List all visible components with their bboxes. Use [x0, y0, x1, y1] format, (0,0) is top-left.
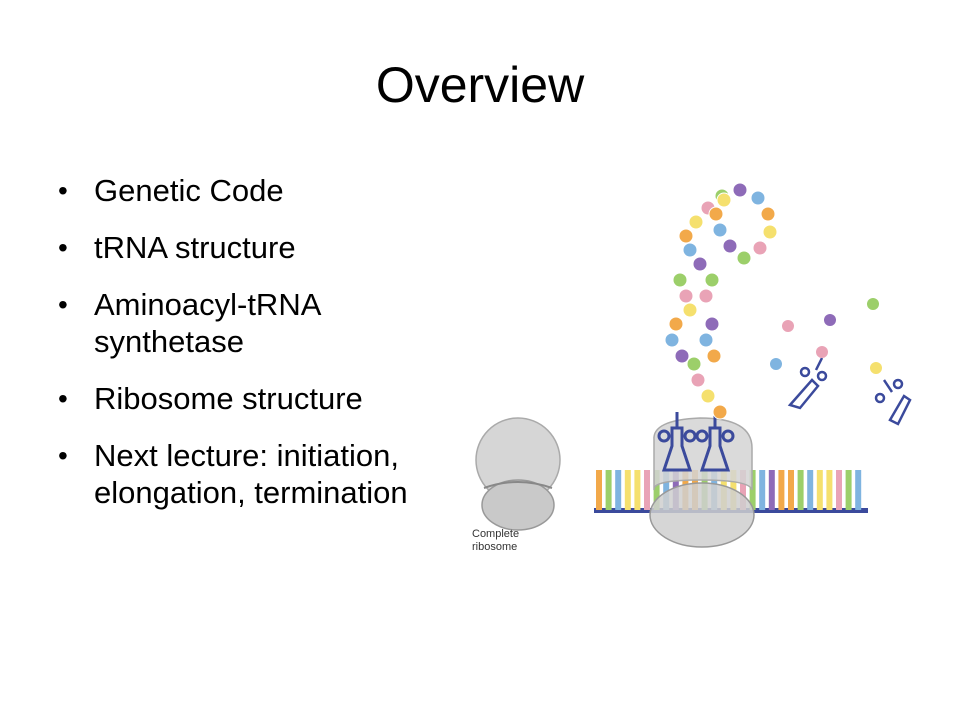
amino-acid-bead — [706, 348, 722, 364]
mrna-base — [807, 470, 814, 510]
amino-acid-bead — [682, 302, 698, 318]
mrna-base — [644, 470, 650, 510]
amino-acid-bead — [686, 356, 702, 372]
amino-acid-bead — [750, 190, 766, 206]
bullet-text: tRNA structure — [94, 230, 296, 265]
translation-illustration — [475, 182, 912, 548]
amino-acid-bead — [668, 316, 684, 332]
amino-acid-bead — [762, 224, 778, 240]
bullet-item: • Ribosome structure — [58, 380, 458, 417]
mrna-base — [740, 470, 746, 510]
bullet-item: • Genetic Code — [58, 172, 458, 209]
amino-acid-bead — [698, 332, 714, 348]
bullet-text: Aminoacyl-tRNA synthetase — [94, 287, 320, 359]
free-trna-icon — [787, 357, 828, 410]
amino-acid-bead — [692, 256, 708, 272]
amino-acid-bead — [700, 388, 716, 404]
amino-acid-bead — [698, 288, 714, 304]
complete-ribosome-icon — [475, 417, 561, 531]
amino-acid-bead — [682, 242, 698, 258]
mrna-base — [797, 470, 804, 510]
amino-acid-bead — [672, 272, 688, 288]
trna-icon — [657, 412, 697, 472]
amino-acid-bead — [704, 272, 720, 288]
amino-acid-bead — [708, 206, 724, 222]
amino-acid-bead — [716, 192, 732, 208]
amino-acid-bead — [752, 240, 768, 256]
free-amino-acid-bead — [782, 320, 794, 332]
free-amino-acid-bead — [770, 358, 782, 370]
mrna-base — [826, 470, 833, 510]
bullet-dot-icon: • — [58, 440, 68, 471]
mrna-base — [845, 470, 852, 510]
free-amino-acid-bead — [870, 362, 882, 374]
amino-acid-bead — [690, 372, 706, 388]
ribosome-icon — [649, 417, 755, 548]
amino-acid-bead — [674, 348, 690, 364]
bullet-dot-icon: • — [58, 175, 68, 206]
bullet-item: • Aminoacyl-tRNA synthetase — [58, 286, 458, 360]
bullet-dot-icon: • — [58, 232, 68, 263]
mrna-base — [663, 470, 670, 510]
mrna-base — [759, 470, 766, 510]
free-amino-acid-bead — [824, 314, 836, 326]
mrna-base — [778, 470, 785, 510]
amino-acid-bead — [678, 288, 694, 304]
bullet-dot-icon: • — [58, 289, 68, 320]
mrna-base — [615, 470, 622, 510]
polypeptide-chain — [664, 182, 882, 420]
mrna-base — [836, 470, 842, 510]
free-amino-acid-bead — [867, 298, 879, 310]
mrna-base — [634, 470, 641, 510]
free-amino-acid-bead — [816, 346, 828, 358]
mrna-base — [605, 470, 612, 510]
bullet-text: Genetic Code — [94, 173, 284, 208]
mrna-base — [596, 470, 602, 510]
figure-caption: Complete ribosome — [472, 528, 572, 554]
caption-line: ribosome — [472, 541, 518, 553]
free-trna-icon — [874, 378, 912, 426]
bullet-text: Next lecture: initiation, elongation, te… — [94, 438, 408, 510]
amino-acid-bead — [760, 206, 776, 222]
amino-acid-bead — [712, 222, 728, 238]
amino-acid-bead — [688, 214, 704, 230]
caption-line: Complete — [472, 528, 520, 540]
mrna-base — [768, 470, 775, 510]
mrna-base — [855, 470, 862, 510]
bullet-item: • Next lecture: initiation, elongation, t… — [58, 437, 458, 511]
slide-title: Overview — [375, 57, 585, 113]
amino-acid-bead — [678, 228, 694, 244]
amino-acid-bead — [736, 250, 752, 266]
mrna-base — [816, 470, 823, 510]
amino-acid-bead — [664, 332, 680, 348]
mrna-base — [788, 470, 794, 510]
bullet-item: • tRNA structure — [58, 229, 458, 266]
mrna-base — [653, 470, 660, 510]
bullet-dot-icon: • — [58, 383, 68, 414]
amino-acid-bead — [732, 182, 748, 198]
amino-acid-bead — [704, 316, 720, 332]
amino-acid-bead — [712, 404, 728, 420]
mrna-base — [624, 470, 631, 510]
bullet-text: Ribosome structure — [94, 381, 363, 416]
amino-acid-bead — [722, 238, 738, 254]
bullet-list: • Genetic Code • tRNA structure • Aminoacyl… — [58, 172, 458, 531]
